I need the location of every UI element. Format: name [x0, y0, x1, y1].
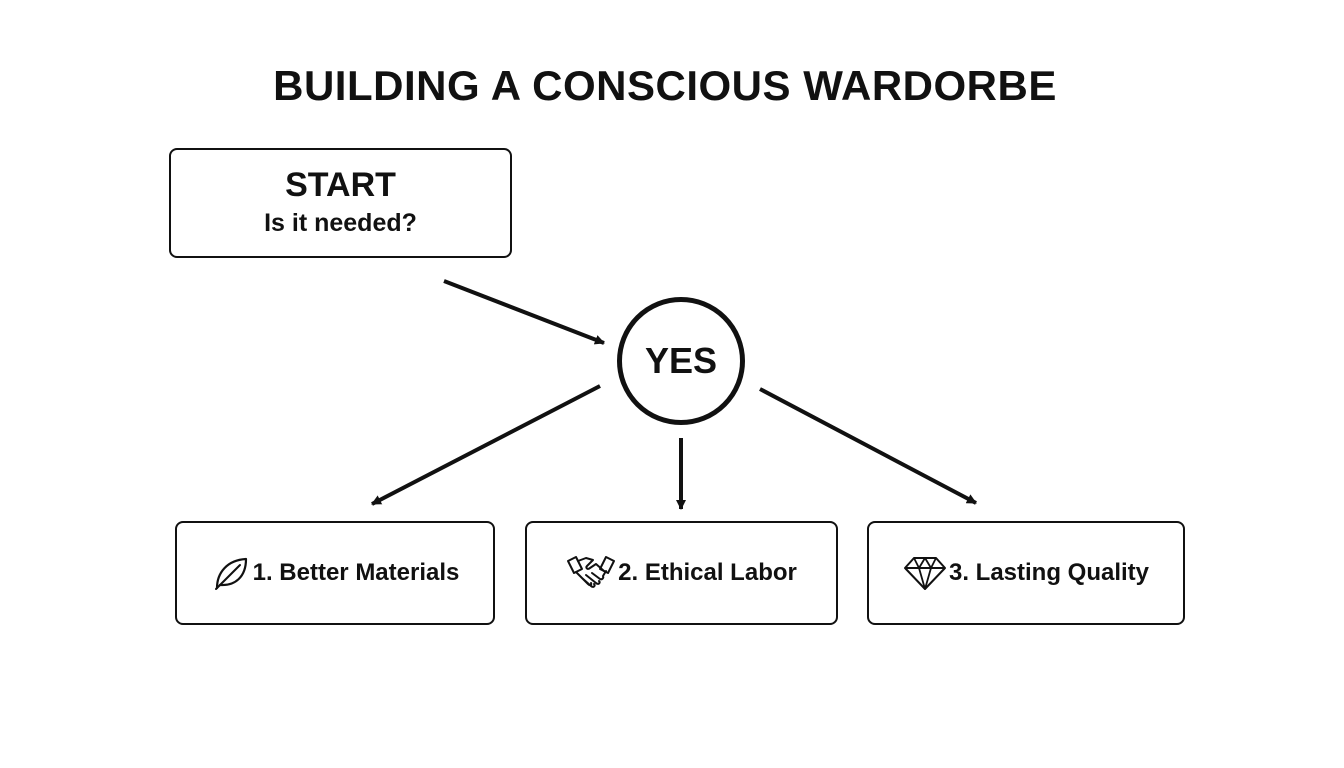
criterion-label: 3. Lasting Quality	[948, 559, 1150, 586]
diagram-title: BUILDING A CONSCIOUS WARDORBE	[273, 62, 1057, 109]
criterion-label: 2. Ethical Labor	[618, 559, 797, 586]
start-question: Is it needed?	[264, 209, 417, 237]
diamond-icon	[903, 554, 947, 592]
decision-node: YES	[617, 297, 745, 425]
decision-label: YES	[644, 340, 718, 381]
leaf-icon	[211, 553, 251, 593]
handshake-icon	[566, 551, 616, 595]
arrow-start-to-yes	[443, 279, 605, 345]
criterion-ethical-labor: 2. Ethical Labor	[525, 521, 838, 625]
start-heading: START	[285, 166, 396, 204]
start-node: START Is it needed?	[169, 148, 512, 258]
criterion-label: 1. Better Materials	[252, 559, 460, 586]
criterion-better-materials: 1. Better Materials	[175, 521, 495, 625]
arrow-yes-to-quality	[759, 387, 977, 505]
arrow-yes-to-materials	[371, 384, 601, 506]
criterion-lasting-quality: 3. Lasting Quality	[867, 521, 1185, 625]
